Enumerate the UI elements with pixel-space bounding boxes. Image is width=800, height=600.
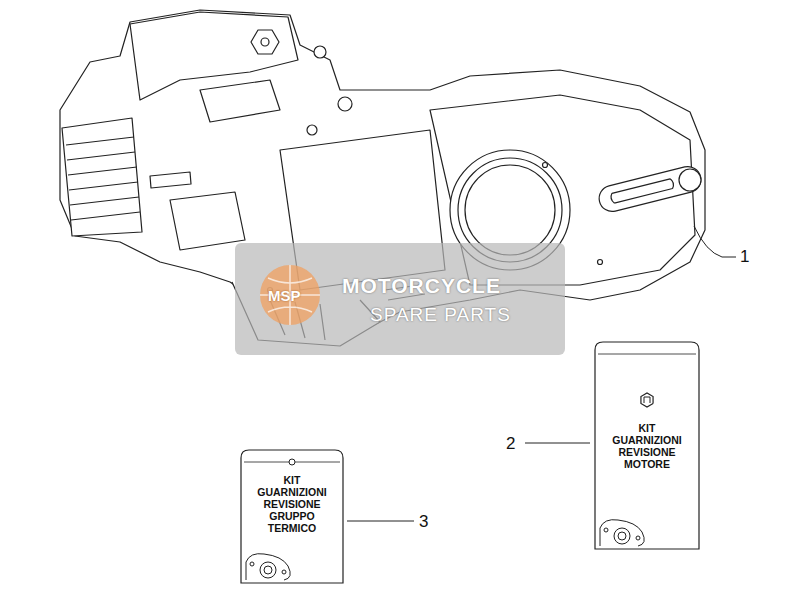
kit-title: KIT GUARNIZIONI REVISIONE MOTORE xyxy=(608,422,686,470)
watermark: SPARE PARTS xyxy=(370,304,511,326)
kick-lever xyxy=(596,164,703,214)
callout-number: 3 xyxy=(419,512,428,532)
callout-number: 2 xyxy=(506,434,515,454)
cylinder-fins xyxy=(66,137,140,220)
gasket-outline xyxy=(246,554,290,580)
gasket-hole xyxy=(618,532,626,540)
brand-logo-mark xyxy=(644,397,650,403)
gasket-sketch xyxy=(600,520,644,546)
intake-pipe xyxy=(200,80,280,122)
head-nut xyxy=(251,30,279,54)
leader-line xyxy=(525,443,590,444)
watermark-globe-lines xyxy=(260,265,320,325)
watermark: MOTORCYCLE xyxy=(342,274,501,298)
gasket-bolt-hole xyxy=(282,570,286,574)
crankcase-outline xyxy=(60,10,705,332)
bag-body xyxy=(241,450,343,583)
gasket-bolt-hole xyxy=(250,562,254,566)
stud xyxy=(150,172,191,188)
kit-title: KIT GUARNIZIONI REVISIONE GRUPPO TERMICO xyxy=(253,474,331,534)
kick-lever-pivot xyxy=(679,169,701,191)
carburettor xyxy=(170,192,245,250)
gasket-hole xyxy=(264,566,272,574)
gasket-kit-bag: KIT GUARNIZIONI REVISIONE MOTORE xyxy=(592,340,702,552)
gasket-kit-bag: KIT GUARNIZIONI REVISIONE GRUPPO TERMICO xyxy=(238,448,346,586)
watermark xyxy=(235,243,565,355)
gasket-bolt-hole xyxy=(604,528,608,532)
bag-seal xyxy=(598,354,696,355)
bolt xyxy=(307,125,317,135)
bag-body xyxy=(595,342,699,549)
leader-line xyxy=(694,226,736,257)
engine-drawing xyxy=(60,10,705,346)
bag-mark xyxy=(289,459,295,465)
callout-number: 1 xyxy=(740,247,749,267)
cylinder-block xyxy=(62,118,142,236)
watermark-panel xyxy=(235,243,565,355)
brand-logo xyxy=(641,393,653,407)
gasket-sketch xyxy=(246,554,290,580)
bolt xyxy=(314,46,326,58)
watermark-globe xyxy=(260,265,320,325)
gasket-bolt-hole xyxy=(636,536,640,540)
gasket-hole xyxy=(614,528,630,544)
gasket-outline xyxy=(600,520,644,546)
screw xyxy=(598,260,603,265)
bolt xyxy=(261,38,269,46)
clutch-cover-inner xyxy=(465,165,555,255)
leader-line xyxy=(347,521,414,522)
kick-lever-slots xyxy=(610,178,675,203)
gasket-hole xyxy=(260,562,276,578)
watermark-logo: MSP xyxy=(268,287,301,304)
screw xyxy=(543,163,548,168)
bolt xyxy=(338,97,352,111)
